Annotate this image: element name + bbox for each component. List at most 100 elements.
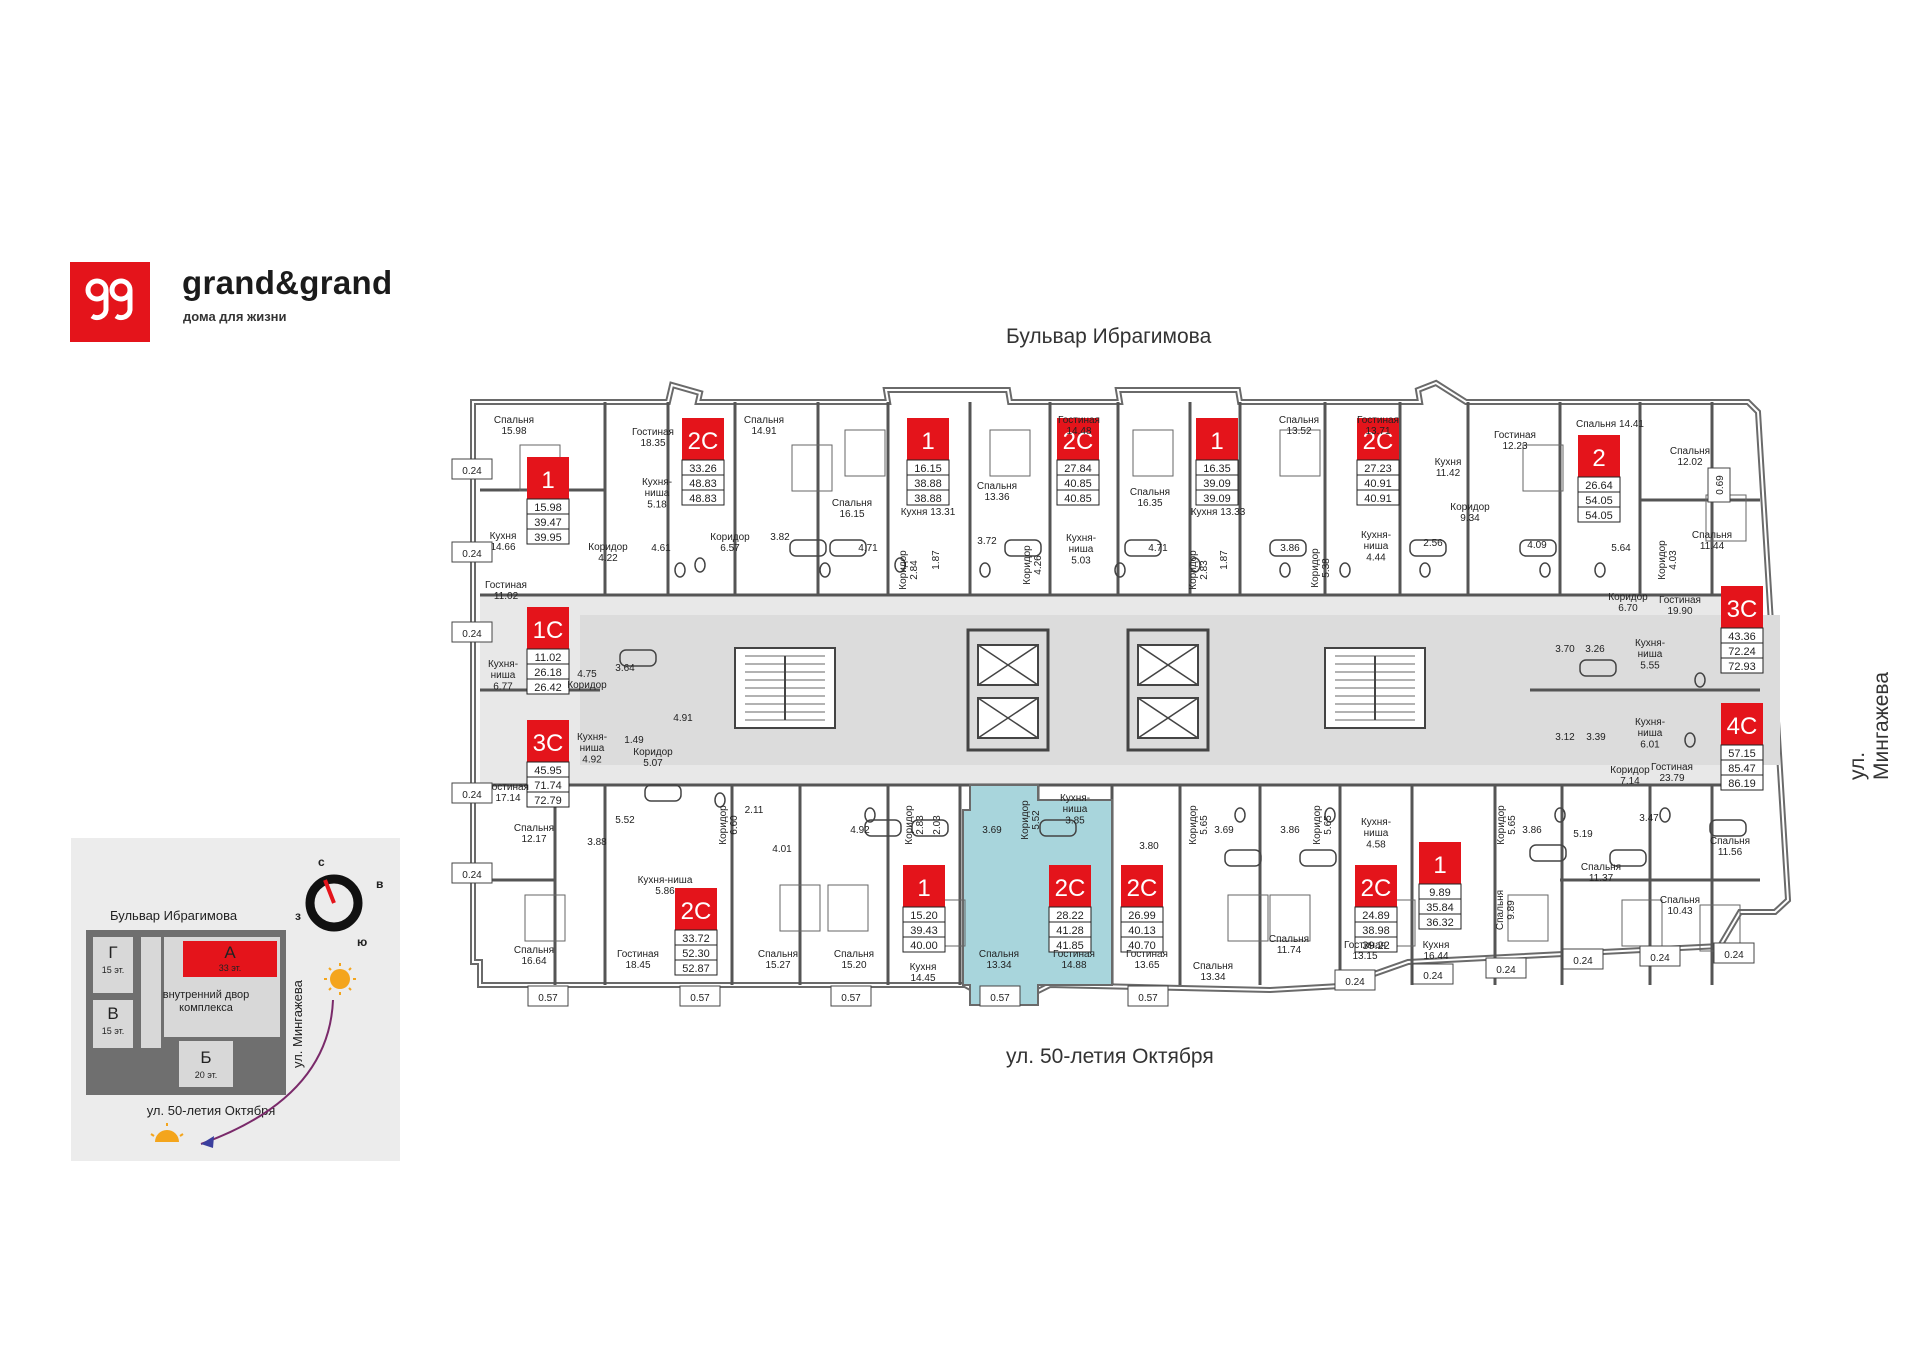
toilet-icon	[1114, 562, 1126, 578]
room-label: 3.69	[982, 825, 1002, 836]
apartment-area-3: 39.22	[1362, 940, 1390, 952]
balcony-b1: 0.24	[451, 458, 493, 480]
room-label: 2.03	[932, 815, 943, 835]
balcony-area: 0.57	[538, 993, 558, 1004]
apartment-type: 1	[921, 428, 934, 455]
apartment-type: 1	[917, 875, 930, 902]
compass-south: ю	[357, 935, 367, 949]
apartment-area-1: 15.20	[910, 910, 938, 922]
room-label: 2.56	[1423, 538, 1443, 549]
apartment-type: 1С	[533, 617, 564, 644]
street-south: ул. 50-летия Октября	[1006, 1045, 1214, 1068]
bed-icon	[1279, 429, 1321, 477]
bathtub-icon	[1039, 819, 1077, 837]
room-label: Коридор5.65	[1496, 805, 1518, 845]
apartment-area-1: 26.64	[1585, 480, 1613, 492]
room-label: 3.72	[977, 536, 997, 547]
apartment-area-1: 11.02	[535, 652, 562, 664]
apartment-area-1: 33.26	[689, 463, 717, 475]
sun-path-arrow-icon	[200, 999, 334, 1145]
apartment-type: 1	[1433, 852, 1446, 879]
bathtub-icon	[1529, 844, 1567, 862]
room-label: 4.01	[772, 844, 792, 855]
balcony-area: 0.24	[462, 870, 482, 881]
bathtub-icon	[644, 784, 682, 802]
apartment-type: 2С	[1055, 875, 1086, 902]
brand-name: grand&grand	[182, 264, 393, 301]
apartment-area-1: 33.72	[682, 933, 710, 945]
section-g-floors: 15 эт.	[102, 965, 125, 975]
balcony-b3: 0.24	[451, 621, 493, 643]
balcony-area: 0.24	[1345, 977, 1365, 988]
apartment-area-2: 39.47	[534, 517, 562, 529]
brand-logo	[70, 262, 150, 342]
room-label: Коридор4.03	[1657, 540, 1679, 580]
room-label: Спальня 14.41	[1576, 419, 1644, 430]
balcony-area: 0.24	[462, 629, 482, 640]
apartment-type: 1	[541, 467, 554, 494]
bed-icon	[844, 429, 886, 477]
bed-icon	[1132, 429, 1174, 477]
building-core	[734, 628, 1426, 752]
apartment-area-2: 35.84	[1426, 902, 1454, 914]
arrow-head-icon	[201, 1136, 214, 1148]
room-label: Коридор4.26	[1022, 545, 1044, 585]
bathtub-icon	[1224, 849, 1262, 867]
bed-icon	[1269, 894, 1311, 942]
apartment-badges: 115.9839.4739.952С33.2648.8348.83116.153…	[526, 418, 1764, 976]
toilet-icon	[1694, 672, 1706, 688]
bed-icon	[827, 884, 869, 932]
bathtub-icon	[1269, 539, 1307, 557]
room-label: 3.26	[1585, 644, 1605, 655]
apartment-type: 2С	[1363, 428, 1394, 455]
apartment-type: 2С	[688, 428, 719, 455]
bathtub-icon	[829, 539, 867, 557]
apartment-type: 2С	[1361, 875, 1392, 902]
balcony-area: 0.57	[990, 993, 1010, 1004]
sunset-icon	[150, 1123, 184, 1142]
apartment-area-1: 43.36	[1728, 631, 1756, 643]
room-label: 4.09	[1527, 540, 1547, 551]
toilet-icon	[1324, 807, 1336, 823]
room-label: Коридор5.65	[1312, 805, 1334, 845]
apartment-area-2: 39.43	[910, 925, 938, 937]
balcony-area: 0.24	[462, 790, 482, 801]
apartment-area-2: 85.47	[1728, 763, 1756, 775]
compass-east: в	[376, 877, 383, 891]
room-label: 3.64	[615, 663, 635, 674]
